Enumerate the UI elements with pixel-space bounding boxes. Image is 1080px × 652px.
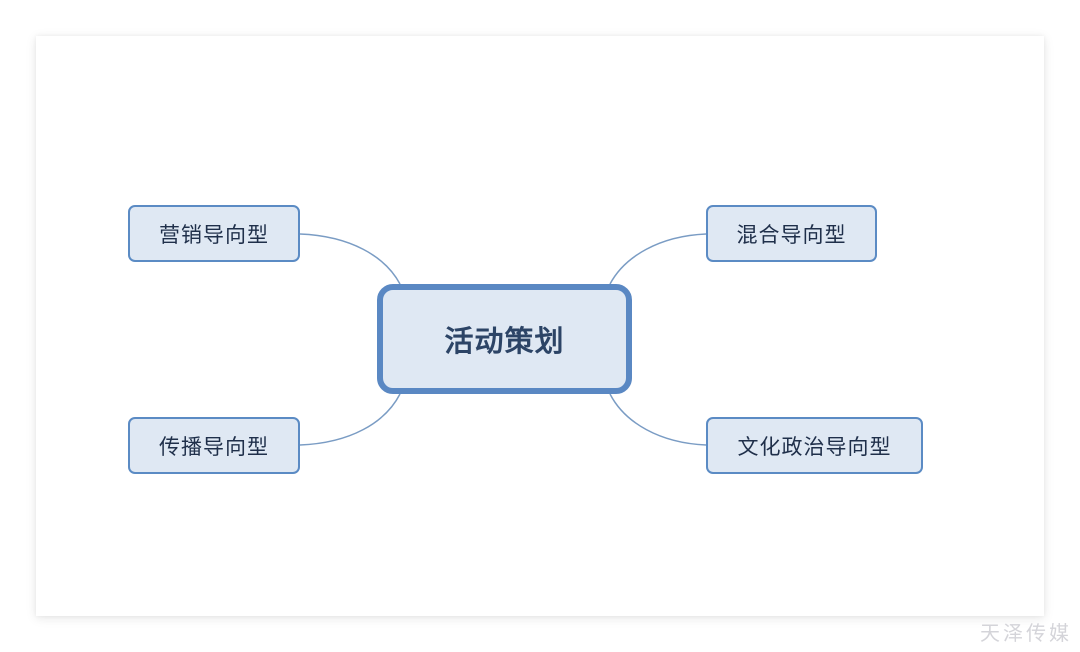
- branch-node-label: 传播导向型: [159, 434, 269, 459]
- branch-node-hybrid[interactable]: 混合导向型: [706, 205, 877, 262]
- branch-node-label: 文化政治导向型: [737, 434, 892, 459]
- branch-node-marketing[interactable]: 营销导向型: [128, 205, 300, 262]
- branch-node-communication[interactable]: 传播导向型: [128, 417, 300, 474]
- branch-node-label: 营销导向型: [159, 222, 269, 247]
- center-node-label: 活动策划: [444, 324, 565, 358]
- connector-bottom-right: [609, 393, 707, 446]
- connector-top-left: [299, 233, 401, 285]
- connector-bottom-left: [299, 393, 401, 446]
- watermark: 天泽传媒: [980, 621, 1072, 645]
- branch-node-label: 混合导向型: [736, 222, 847, 247]
- connector-top-right: [609, 233, 707, 285]
- center-node[interactable]: 活动策划: [377, 284, 632, 394]
- branch-node-culture-politics[interactable]: 文化政治导向型: [706, 417, 923, 474]
